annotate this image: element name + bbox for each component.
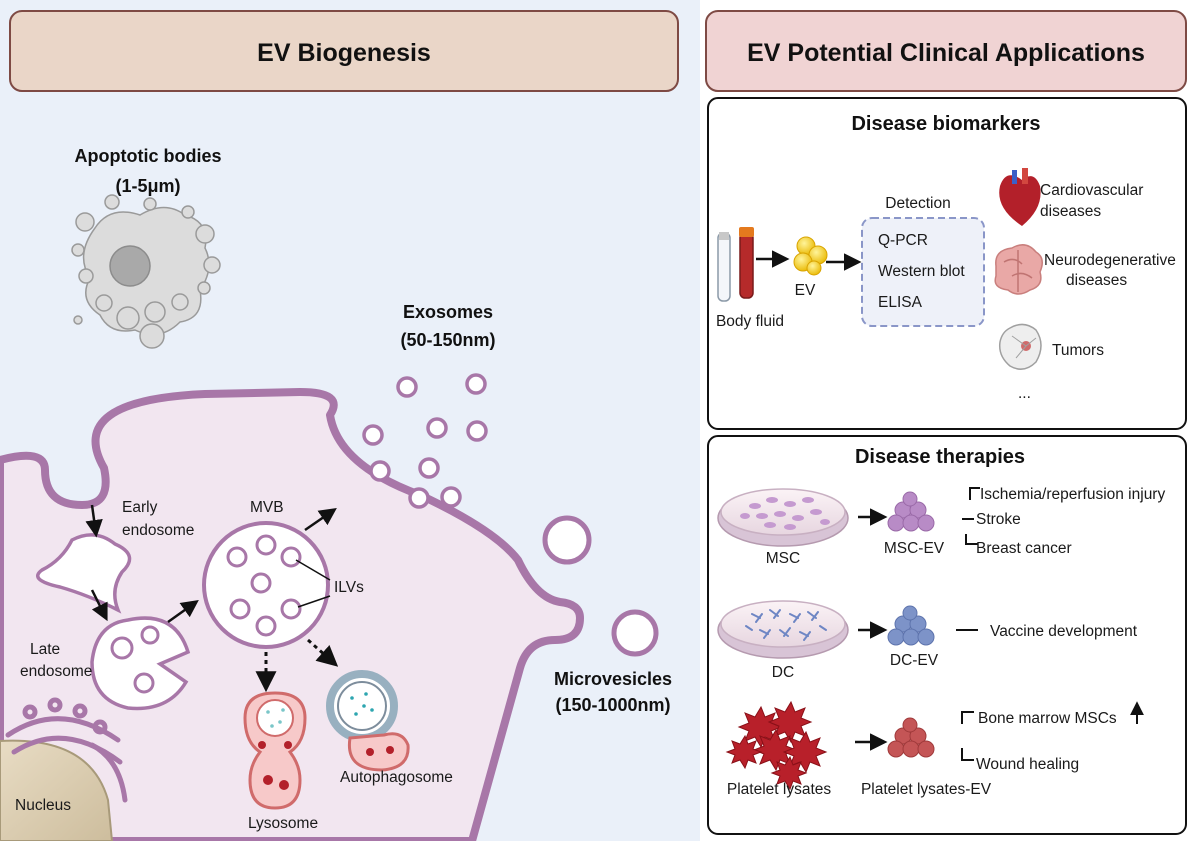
platelet-use-wound-healing: Wound healing: [976, 756, 1079, 773]
detection-box: [861, 217, 985, 327]
msc-use-stroke: Stroke: [976, 511, 1021, 528]
arrow-to-early-endosome: [85, 504, 103, 538]
biogenesis-panel: EV Biogenesis Nucleus Apoptotic bodies (…: [0, 0, 700, 845]
biomarkers-title: Disease biomarkers: [851, 113, 1040, 135]
msc-bracket-bottom: [965, 534, 978, 545]
platelet-bracket-bottom: [961, 748, 974, 761]
apoptotic-bodies-label: Apoptotic bodies: [75, 146, 222, 166]
msc-dish: [717, 488, 849, 547]
microvesicles-size-label: (150-1000nm): [555, 695, 670, 715]
ilvs-label: ILVs: [334, 579, 364, 596]
platelet-ev-cluster: [887, 717, 935, 758]
late-endosome-label-2: endosome: [20, 663, 92, 680]
mvb-label: MVB: [250, 499, 284, 516]
nucleus: [0, 739, 114, 842]
ilvs: [226, 534, 302, 637]
microvesicles: [542, 515, 659, 657]
lysosome-label: Lysosome: [248, 815, 318, 832]
method-western-blot: Western blot: [878, 263, 965, 280]
platelet-bracket-top: [961, 711, 974, 724]
neuro-label-1: Neurodegenerative: [1044, 252, 1176, 269]
msc-ev-label: MSC-EV: [884, 540, 945, 557]
nucleus-label: Nucleus: [15, 797, 71, 814]
neuro-label-2: diseases: [1066, 272, 1127, 289]
apoptotic-body: [71, 194, 221, 349]
arrow-to-autophagosome: [307, 638, 339, 667]
msc-ev-cluster: [887, 491, 935, 532]
early-endosome-label-2: endosome: [122, 522, 194, 539]
therapies-title: Disease therapies: [855, 446, 1025, 468]
cardio-label-1: Cardiovascular: [1040, 182, 1143, 199]
autophagosome-label: Autophagosome: [340, 769, 453, 786]
dc-ev-label: DC-EV: [890, 652, 939, 669]
cardio-label-2: diseases: [1040, 203, 1101, 220]
early-endosome-label-1: Early: [122, 499, 158, 516]
msc-bracket-top: [969, 487, 980, 500]
msc-label: MSC: [766, 550, 800, 567]
apoptotic-size-label: (1-5μm): [115, 176, 180, 196]
ilvs-pointer-2: [297, 595, 331, 608]
detection-label: Detection: [885, 195, 950, 212]
platelet-label: Platelet lysates: [727, 781, 831, 798]
tumor-label: Tumors: [1052, 342, 1104, 359]
arrow-to-mvb: [167, 599, 199, 624]
biogenesis-title: EV Biogenesis: [257, 39, 431, 67]
microvesicles-label: Microvesicles: [554, 669, 672, 689]
ev-label: EV: [795, 282, 816, 299]
msc-use-breast-cancer: Breast cancer: [976, 540, 1072, 557]
applications-panel: EV Potential Clinical Applications Disea…: [705, 10, 1187, 835]
platelet-icon: [725, 700, 828, 791]
dc-ev-cluster: [887, 605, 935, 646]
ilvs-pointer-1: [295, 559, 331, 581]
method-elisa: ELISA: [878, 294, 923, 311]
early-endosome: [36, 533, 132, 614]
dc-use-vaccine: Vaccine development: [990, 623, 1138, 640]
biogenesis-header-box: [9, 10, 679, 92]
dc-dish: [717, 600, 849, 659]
heart-icon: [999, 168, 1041, 226]
dc-label: DC: [772, 664, 794, 681]
arrow-to-exosome-release: [304, 508, 337, 532]
msc-use-ischemia: Ischemia/reperfusion injury: [980, 486, 1165, 503]
applications-title: EV Potential Clinical Applications: [747, 39, 1145, 67]
exosomes-label: Exosomes: [403, 302, 493, 322]
exosome-vesicles: [362, 373, 488, 509]
brain-icon: [994, 244, 1043, 295]
late-endosome-label-1: Late: [30, 641, 60, 658]
method-qpcr: Q-PCR: [878, 232, 928, 249]
ev-icon: [793, 236, 828, 276]
arrow-to-late-endosome: [90, 589, 108, 622]
body-fluid-tubes: [717, 227, 754, 302]
platelet-use-bone-marrow: Bone marrow MSCs: [978, 710, 1117, 727]
biomarkers-ellipsis: ...: [1018, 385, 1031, 402]
body-fluid-label: Body fluid: [716, 313, 784, 330]
platelet-ev-label: Platelet lysates-EV: [861, 781, 992, 798]
tumor-icon: [998, 323, 1042, 370]
applications-header-box: [705, 10, 1187, 92]
exosomes-size-label: (50-150nm): [400, 330, 495, 350]
golgi: [5, 697, 128, 803]
